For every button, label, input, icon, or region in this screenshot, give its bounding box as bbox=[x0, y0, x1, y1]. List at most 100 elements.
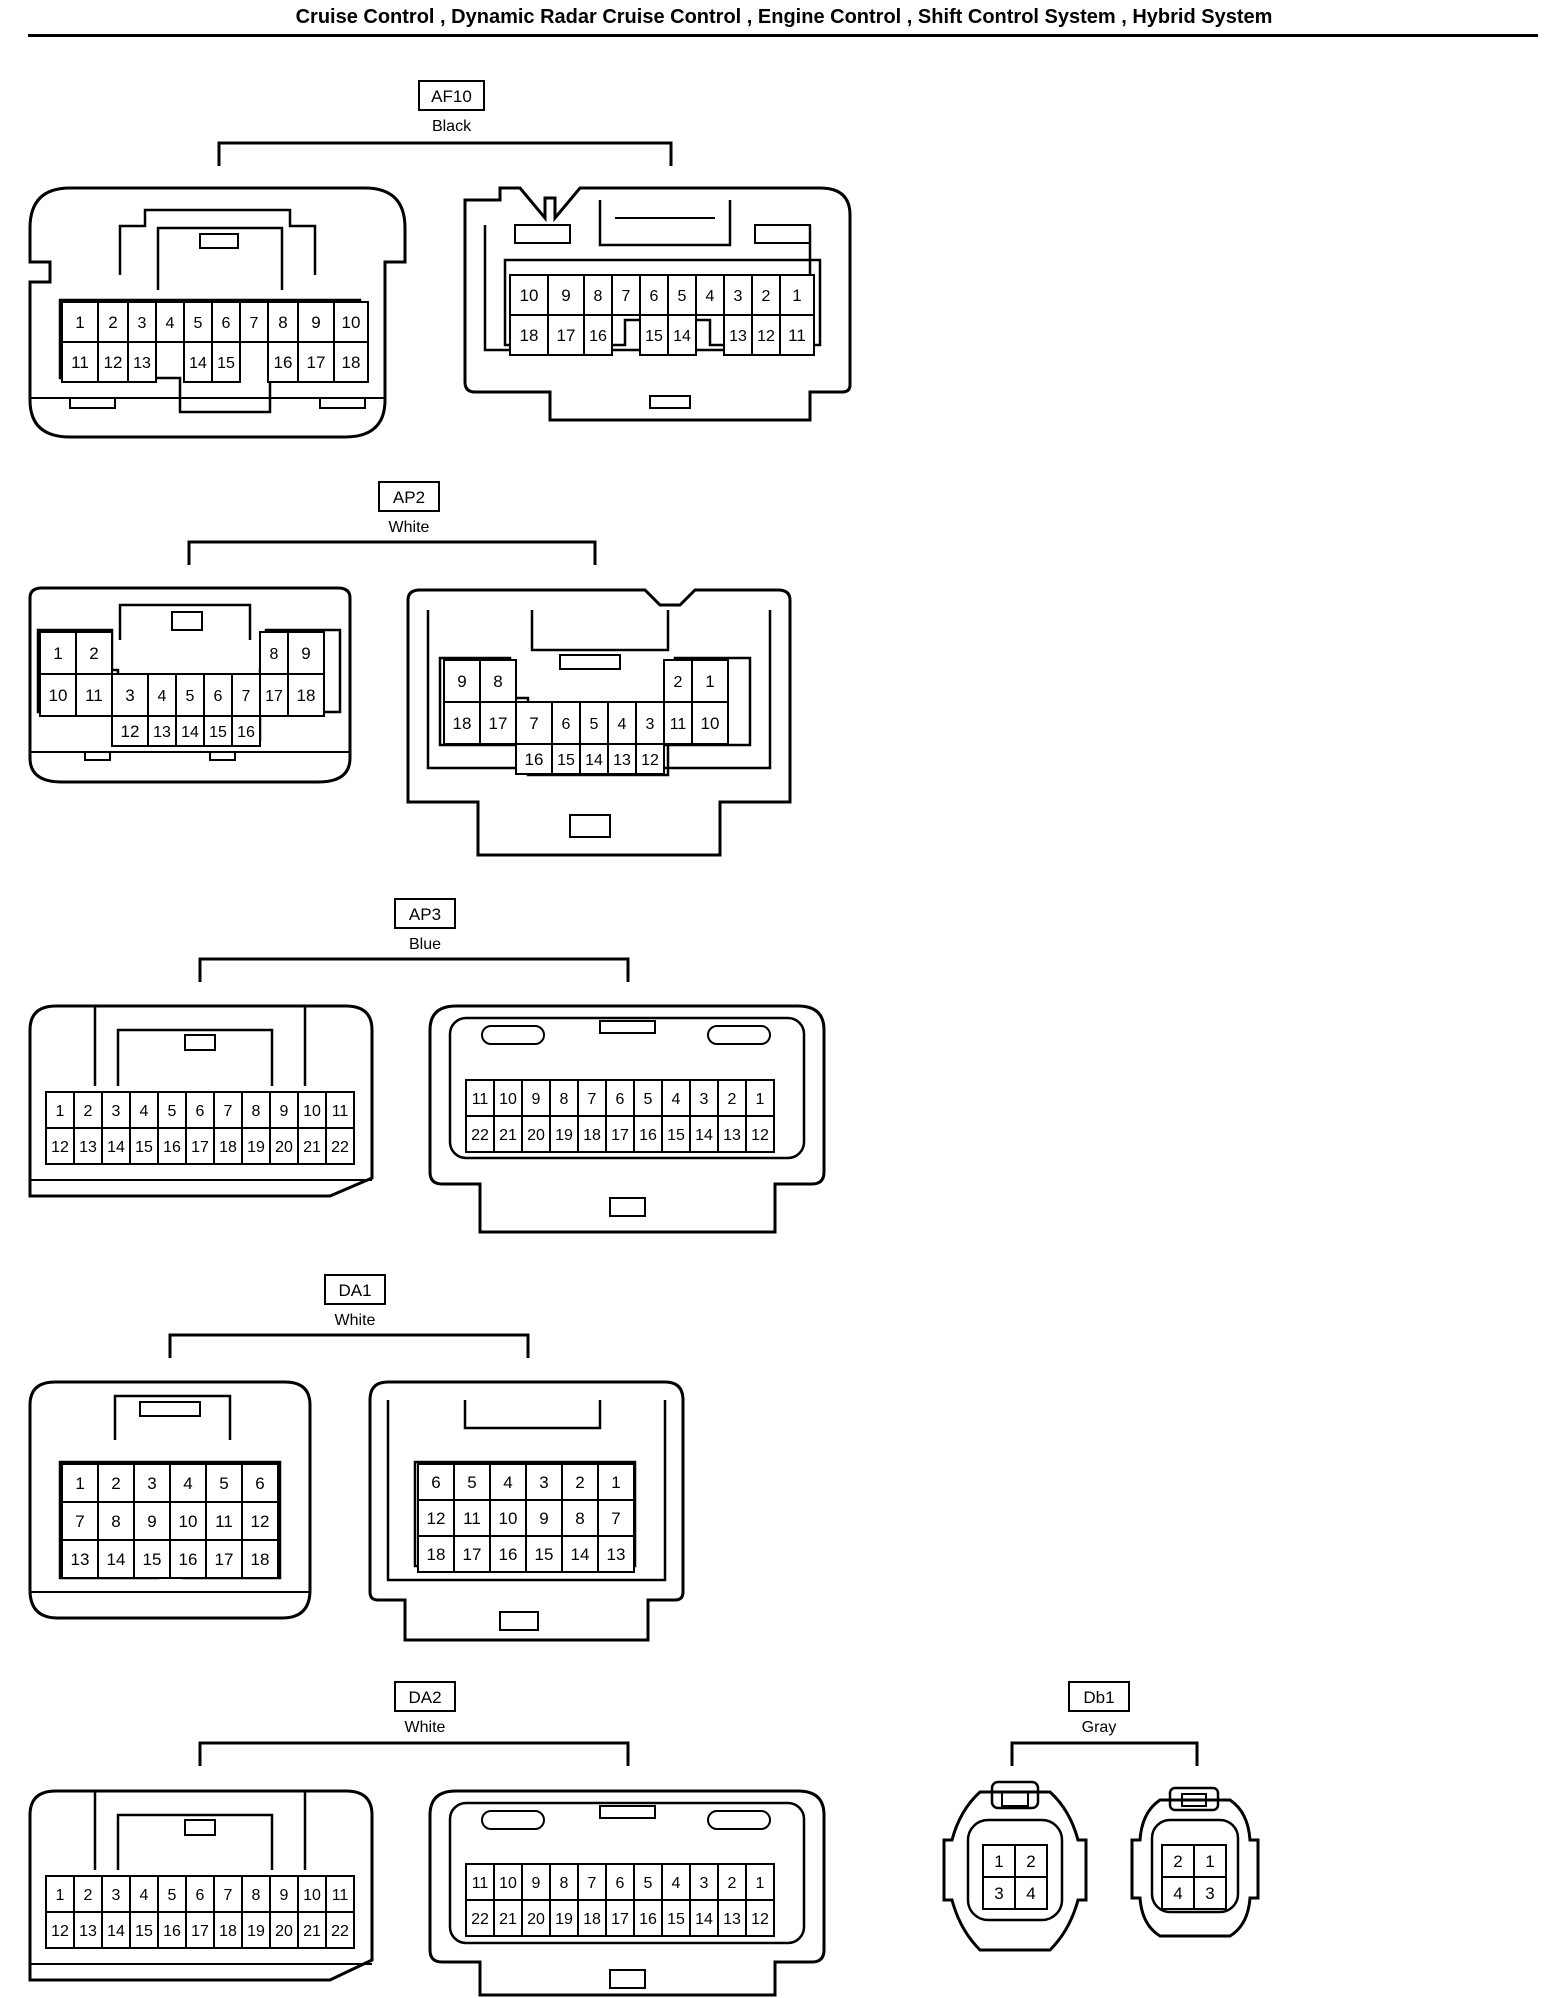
pin-cell bbox=[465, 1899, 495, 1937]
pin-number: 12 bbox=[757, 328, 775, 345]
pin-cell bbox=[325, 1911, 355, 1949]
page-title: Cruise Control , Dynamic Radar Cruise Co… bbox=[295, 6, 1273, 28]
pin-number: 1 bbox=[75, 313, 84, 332]
pin-number: 22 bbox=[331, 1923, 349, 1940]
pin-number: 3 bbox=[112, 1103, 121, 1120]
pin-number: 4 bbox=[618, 716, 627, 733]
pin-number: 13 bbox=[153, 724, 171, 741]
pin-number: 6 bbox=[196, 1887, 205, 1904]
pin-number: 3 bbox=[138, 315, 147, 332]
connector-housing bbox=[428, 1004, 826, 1234]
pin-number: 11 bbox=[215, 1512, 233, 1531]
pin-cell bbox=[667, 314, 697, 356]
connector-color-db1: Gray bbox=[1082, 1719, 1117, 1736]
pin-cell bbox=[287, 631, 325, 675]
pin-number: 4 bbox=[672, 1091, 681, 1108]
pin-number: 2 bbox=[89, 644, 98, 663]
pin-number: 10 bbox=[342, 313, 361, 332]
pin-number: 13 bbox=[79, 1139, 97, 1156]
pin-number: 15 bbox=[135, 1923, 153, 1940]
pin-number: 14 bbox=[695, 1127, 713, 1144]
pin-number: 12 bbox=[751, 1127, 769, 1144]
pin-number: 17 bbox=[463, 1545, 482, 1564]
pin-number: 15 bbox=[557, 752, 575, 769]
pin-cell bbox=[61, 1539, 99, 1579]
pin-number: 10 bbox=[179, 1512, 198, 1531]
pin-number: 17 bbox=[191, 1923, 209, 1940]
pin-cell bbox=[211, 341, 241, 383]
pin-number: 4 bbox=[158, 688, 167, 705]
pin-number: 15 bbox=[667, 1127, 685, 1144]
pin-cell bbox=[61, 341, 99, 383]
pin-number: 14 bbox=[695, 1911, 713, 1928]
pin-number: 5 bbox=[644, 1875, 653, 1892]
pin-number: 3 bbox=[539, 1473, 548, 1492]
connector-id-ap2: AP2 bbox=[393, 488, 425, 507]
pin-cell bbox=[127, 341, 157, 383]
connector-bracket bbox=[217, 141, 673, 166]
pin-number: 7 bbox=[588, 1875, 597, 1892]
connector-label-box bbox=[418, 80, 485, 111]
pin-number: 15 bbox=[209, 724, 227, 741]
pin-number: 10 bbox=[520, 286, 539, 305]
pin-number: 5 bbox=[590, 716, 599, 733]
pin-number: 12 bbox=[121, 722, 140, 741]
pin-number: 3 bbox=[125, 686, 134, 705]
pin-cell bbox=[689, 1899, 719, 1937]
pin-number: 10 bbox=[303, 1887, 321, 1904]
pin-number: 6 bbox=[616, 1875, 625, 1892]
pin-number: 5 bbox=[168, 1887, 177, 1904]
pin-number: 11 bbox=[71, 353, 89, 372]
pin-number: 7 bbox=[622, 288, 631, 305]
pin-number: 1 bbox=[756, 1091, 765, 1108]
pin-number: 12 bbox=[51, 1139, 69, 1156]
pin-number: 3 bbox=[734, 288, 743, 305]
pin-number: 1 bbox=[75, 1474, 84, 1493]
pin-cell bbox=[745, 1899, 775, 1937]
pin-number: 16 bbox=[499, 1545, 518, 1564]
pin-number: 1 bbox=[756, 1875, 765, 1892]
pin-number: 2 bbox=[84, 1103, 93, 1120]
pin-cell bbox=[297, 1127, 327, 1165]
pin-number: 11 bbox=[670, 716, 687, 733]
pin-cell bbox=[723, 274, 753, 316]
pin-cell bbox=[239, 301, 269, 343]
pin-number: 16 bbox=[639, 1127, 657, 1144]
pin-number: 6 bbox=[562, 716, 571, 733]
pin-number: 13 bbox=[71, 1550, 90, 1569]
pin-number: 10 bbox=[499, 1875, 517, 1892]
pin-number: 2 bbox=[762, 288, 771, 305]
connector-housing bbox=[1130, 1798, 1260, 1938]
pin-cell bbox=[213, 1911, 243, 1949]
pin-number: 13 bbox=[613, 752, 631, 769]
pin-cell bbox=[1161, 1876, 1195, 1910]
pin-cell bbox=[717, 1863, 747, 1901]
pin-cell bbox=[515, 743, 553, 775]
pin-cell bbox=[73, 1911, 103, 1949]
pin-number: 19 bbox=[555, 1127, 573, 1144]
pin-cell bbox=[479, 659, 517, 703]
pin-number: 11 bbox=[472, 1091, 489, 1108]
pin-cell bbox=[185, 1127, 215, 1165]
pin-cell bbox=[133, 1501, 171, 1541]
pin-number: 8 bbox=[575, 1509, 584, 1528]
pin-number: 21 bbox=[303, 1139, 321, 1156]
pin-number: 1 bbox=[56, 1103, 65, 1120]
connector-id-da1: DA1 bbox=[338, 1281, 371, 1300]
pin-number: 16 bbox=[163, 1139, 181, 1156]
pin-number: 20 bbox=[275, 1923, 293, 1940]
pin-cell bbox=[779, 314, 815, 356]
title-rule bbox=[28, 34, 1538, 37]
pin-cell bbox=[549, 1863, 579, 1901]
pin-number: 20 bbox=[527, 1911, 545, 1928]
pin-number: 17 bbox=[191, 1139, 209, 1156]
pin-cell bbox=[561, 1463, 599, 1501]
pin-number: 3 bbox=[994, 1884, 1003, 1903]
pin-cell bbox=[205, 1539, 243, 1579]
pin-number: 14 bbox=[107, 1550, 126, 1569]
pin-cell bbox=[241, 1539, 279, 1579]
pin-number: 8 bbox=[493, 672, 502, 691]
pin-cell bbox=[577, 1079, 607, 1117]
pin-number: 10 bbox=[49, 686, 68, 705]
